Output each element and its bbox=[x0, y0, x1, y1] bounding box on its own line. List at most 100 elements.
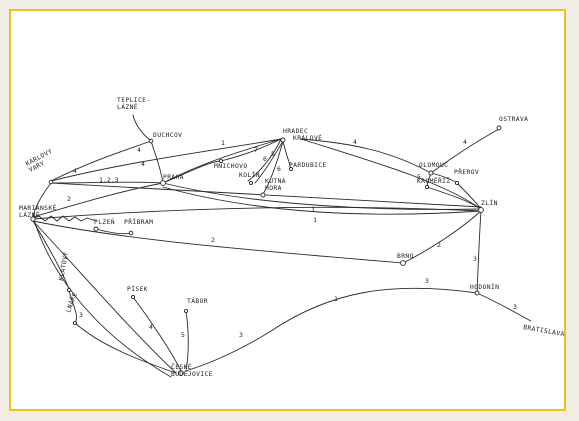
edge-karlovy-vary-praha bbox=[50, 181, 164, 184]
label-brno: BRNO bbox=[397, 253, 414, 260]
label-duchcov: DUCHCOV bbox=[153, 132, 182, 139]
edge-label: 4 bbox=[137, 146, 141, 154]
node-klatovy bbox=[66, 287, 72, 293]
node-pisek bbox=[130, 294, 136, 300]
edge-label: 1 bbox=[311, 206, 315, 214]
label-zlin: ZLÍN bbox=[481, 198, 498, 207]
node-zlin bbox=[478, 207, 484, 213]
label-hodonin: HODONÍN bbox=[470, 282, 499, 291]
edge-label: 2 bbox=[211, 236, 215, 244]
edge-hradec-olomouc bbox=[300, 138, 432, 174]
edge-tabor-budejovice bbox=[185, 310, 189, 370]
edge-praha-zlin-1 bbox=[162, 182, 482, 210]
edge-label: 1 bbox=[334, 295, 338, 303]
label-karlovy-vary: KARLOVYVARY bbox=[25, 148, 57, 174]
label-ostrava: OSTRAVA bbox=[499, 116, 528, 123]
edge-label: 4 bbox=[463, 138, 467, 146]
edge-label: 3 bbox=[239, 331, 243, 339]
node-mnichovo bbox=[218, 158, 224, 164]
edge-hodonin-bratislava bbox=[476, 292, 532, 322]
label-prerov: PŘEROV bbox=[454, 167, 479, 176]
label-bratislava: BRATISLAVA bbox=[523, 324, 564, 338]
edge-label: 2 bbox=[437, 241, 441, 249]
node-brno bbox=[400, 260, 406, 266]
edge-marianske-klatovy bbox=[32, 220, 70, 290]
node-hradec bbox=[280, 137, 286, 143]
edge-hradec-pardubice bbox=[282, 140, 292, 170]
node-prerov bbox=[454, 180, 460, 186]
edge-label: 3 bbox=[425, 277, 429, 285]
edge-label: 5 bbox=[271, 150, 275, 158]
label-mnichovo: MNICHOVO bbox=[214, 163, 248, 170]
edge-olomouc-ostrava bbox=[430, 128, 500, 174]
label-pisek: PÍSEK bbox=[127, 284, 148, 293]
edge-hradec-mnichovo bbox=[220, 138, 282, 162]
edge-hodonin-budejovice bbox=[185, 287, 478, 372]
node-lnare bbox=[72, 320, 78, 326]
node-karlovy-vary bbox=[48, 179, 54, 185]
label-tabor: TÁBOR bbox=[187, 296, 208, 305]
edge-label: 4 bbox=[149, 323, 153, 331]
node-marianske bbox=[30, 216, 36, 222]
node-kutna-hora bbox=[260, 192, 266, 198]
edge-label: 3 bbox=[513, 303, 517, 311]
edge-label: 1 bbox=[313, 216, 317, 224]
node-tabor bbox=[183, 308, 189, 314]
edge-marianske-budejovice-2 bbox=[34, 222, 172, 378]
label-kralove: KRÁLOVÉ bbox=[293, 133, 322, 142]
edge-teplice-duchcov bbox=[132, 114, 152, 142]
nodes bbox=[30, 125, 502, 376]
hand-drawn-route-network: TEPLICE-LÁZNĚ DUCHCOV HRADEC KRÁLOVÉ OST… bbox=[19, 97, 564, 378]
label-kolin: KOLÍN bbox=[239, 170, 260, 179]
node-pardubice bbox=[288, 166, 294, 172]
edge-label: 4 bbox=[73, 167, 77, 175]
node-hodonin bbox=[474, 290, 480, 296]
edge-label: 4 bbox=[141, 160, 145, 168]
edge-label: 5 bbox=[417, 173, 421, 181]
node-budejovice bbox=[178, 370, 184, 376]
edge-marianske-praha bbox=[32, 182, 164, 218]
edge-karlovy-vary-hradec bbox=[50, 138, 282, 182]
edge-marianske-zlin bbox=[32, 206, 482, 220]
node-praha bbox=[160, 180, 166, 186]
edge-praha-zlin-3 bbox=[50, 182, 482, 208]
label-plzen: PLZEŇ bbox=[94, 217, 115, 226]
label-kromeriz: KROMĚŘÍŽ bbox=[417, 176, 451, 185]
edge-prerov-zlin bbox=[456, 182, 482, 210]
edge-label: 7 bbox=[254, 146, 258, 154]
label-olomouc: OLOMOUC bbox=[419, 162, 448, 169]
node-kolin bbox=[248, 180, 254, 186]
edge-label: 3 bbox=[473, 255, 477, 263]
edge-label: 6 bbox=[277, 165, 281, 173]
edge-marianske-brno bbox=[32, 220, 404, 264]
edge-hradec-zlin bbox=[300, 138, 482, 210]
edge-hradec-kolin-2 bbox=[254, 140, 284, 184]
node-plzen bbox=[93, 226, 99, 232]
edge-praha-mnichovo bbox=[162, 160, 222, 184]
node-ostrava bbox=[496, 125, 502, 131]
edge-marianske-budejovice bbox=[32, 220, 177, 374]
edge-label: 3 bbox=[79, 311, 83, 319]
edge-label: 6 bbox=[263, 155, 267, 163]
label-teplice: TEPLICE-LÁZNĚ bbox=[117, 97, 151, 111]
label-klatovy: KLATOVY bbox=[58, 251, 70, 281]
label-lnare: LNÁŘE bbox=[63, 291, 79, 314]
node-kromeriz bbox=[424, 184, 430, 190]
edge-label: 4 bbox=[353, 138, 357, 146]
drawing-frame: TEPLICE-LÁZNĚ DUCHCOV HRADEC KRÁLOVÉ OST… bbox=[9, 9, 566, 411]
edge-lnare-budejovice bbox=[74, 322, 177, 374]
node-pribram bbox=[128, 230, 134, 236]
edge-label: 1,2,3 bbox=[99, 176, 119, 184]
node-olomouc bbox=[428, 170, 434, 176]
label-pribram: PŘÍBRAM bbox=[124, 217, 153, 226]
edge-brno-zlin bbox=[402, 210, 482, 264]
edge-zlin-hodonin bbox=[476, 210, 482, 294]
edge-praha-zlin-2 bbox=[162, 186, 482, 215]
label-pardubice: PARDUBICE bbox=[289, 162, 327, 169]
edge-pisek-budejovice bbox=[132, 296, 182, 372]
node-duchcov bbox=[148, 138, 154, 144]
edge-karlovy-vary-duchcov bbox=[50, 140, 152, 182]
